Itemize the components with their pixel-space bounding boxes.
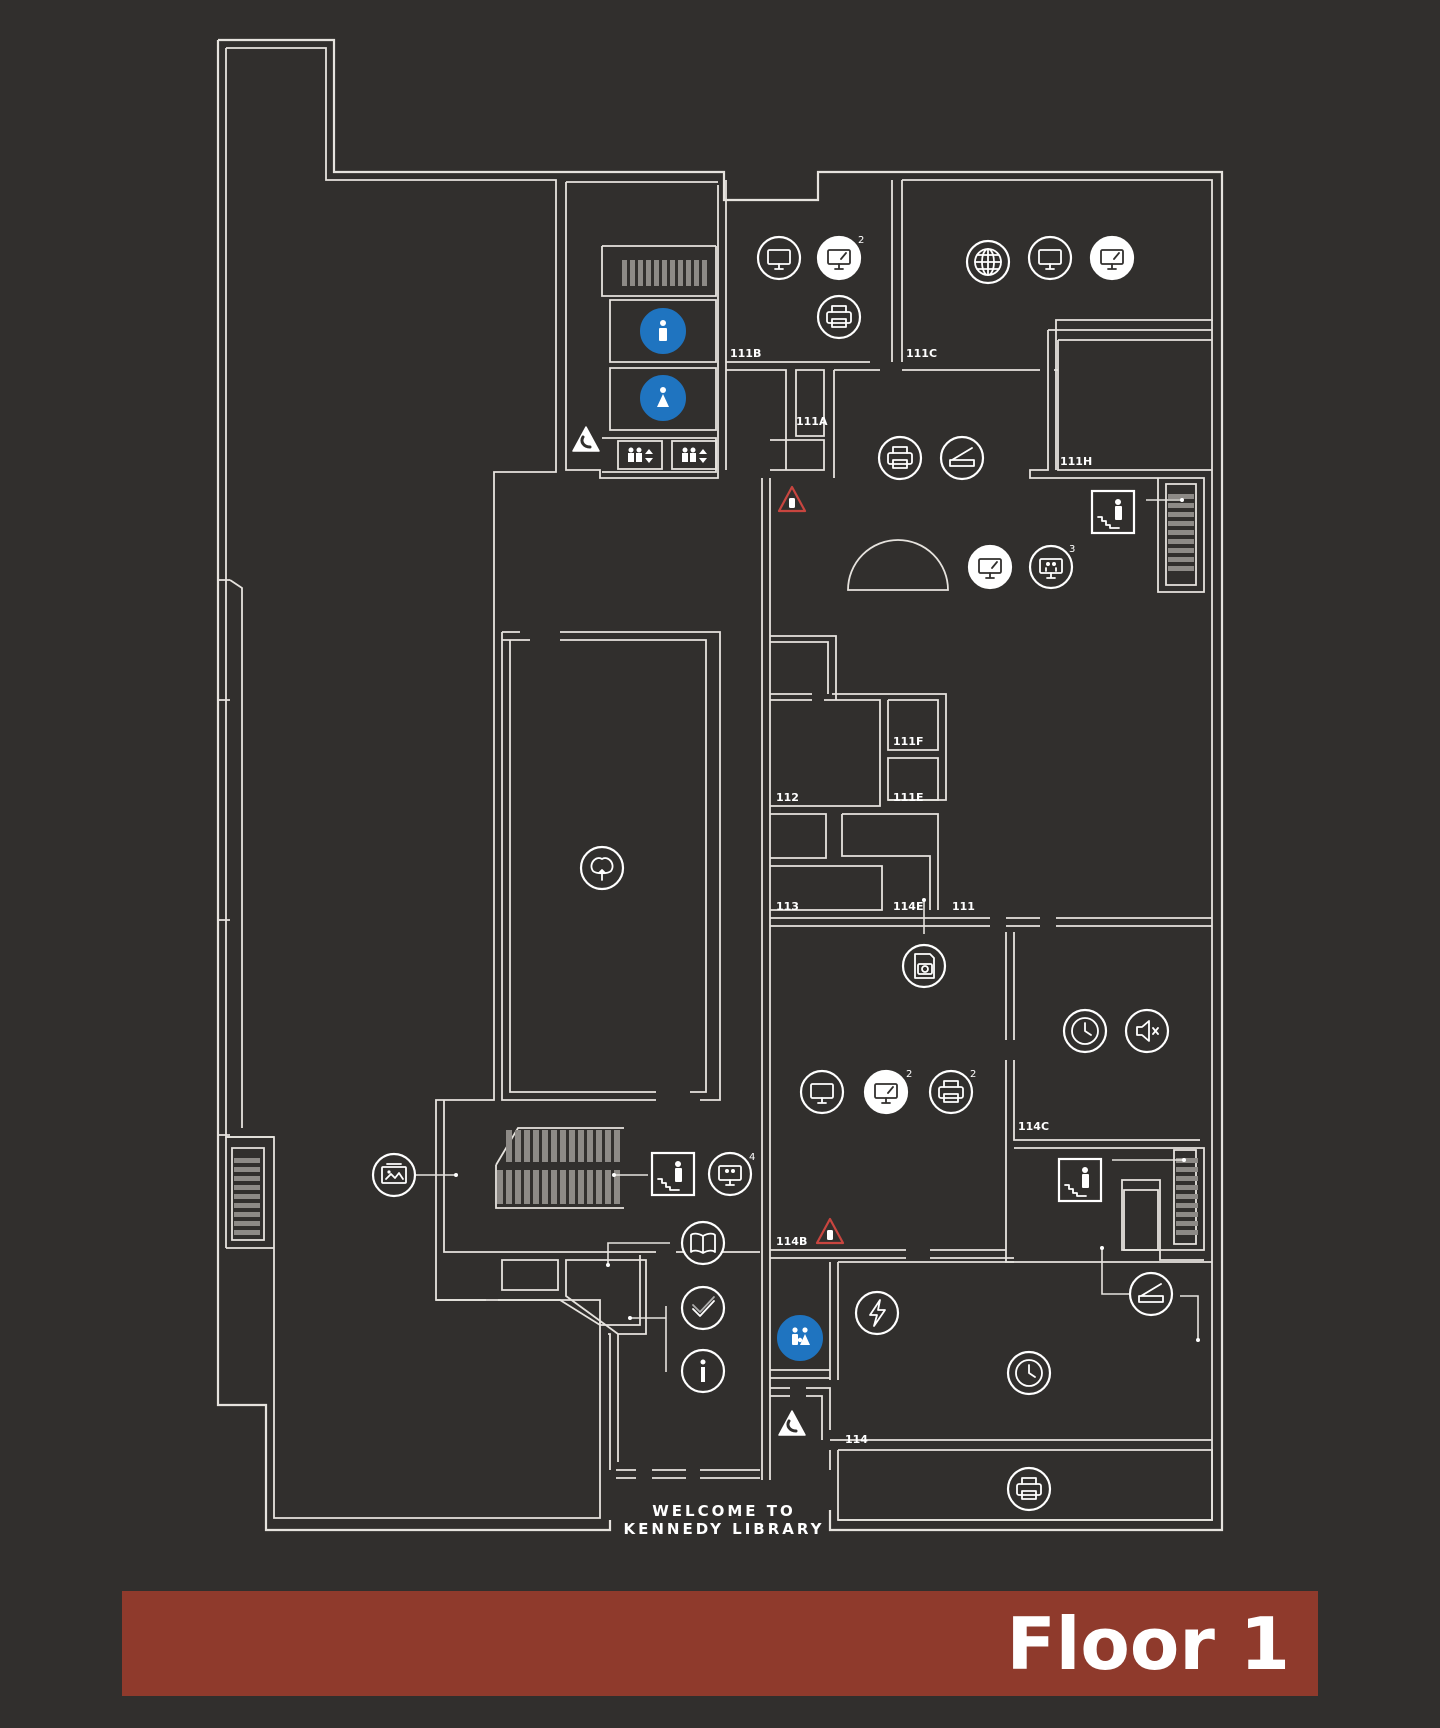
scanner-icon[interactable] [816, 235, 862, 281]
group-study-count-badge: 3 [1069, 544, 1075, 555]
elevator-icon[interactable] [617, 440, 663, 470]
computer-icon[interactable] [756, 235, 802, 281]
scanner-icon[interactable] [967, 544, 1013, 590]
restroom-female-icon[interactable] [640, 375, 686, 421]
group-study-icon[interactable] [1028, 544, 1074, 590]
stairs-right-lower [1176, 1158, 1198, 1235]
stairs [234, 260, 1198, 1235]
group-study-count-badge-stairs: 4 [749, 1152, 755, 1163]
accessible-stairs-icon[interactable] [1090, 489, 1136, 535]
scanner-icon[interactable] [1089, 235, 1135, 281]
fire-extinguisher-icon[interactable] [777, 485, 807, 513]
room-label-111a: 111A [796, 415, 828, 428]
printer-icon[interactable] [928, 1069, 974, 1115]
printer-icon[interactable] [877, 435, 923, 481]
welcome-line-1: WELCOME TO [652, 1502, 796, 1520]
room-label-114: 114 [845, 1433, 868, 1446]
room-label-111: 111 [952, 900, 975, 913]
room-label-111f: 111F [893, 735, 923, 748]
tree-icon[interactable] [579, 845, 625, 891]
family-restroom-icon[interactable] [777, 1315, 823, 1361]
room-label-113: 113 [776, 900, 799, 913]
floor-map: 111B 111C 111A 111H 111F 111E 112 113 11… [216, 38, 1224, 1538]
restroom-male-icon[interactable] [640, 308, 686, 354]
leader-lines [416, 498, 1200, 1372]
copy-camera-icon[interactable] [901, 943, 947, 989]
scanner-count-badge-114: 2 [906, 1069, 912, 1080]
printer-icon[interactable] [1006, 1466, 1052, 1512]
checkmark-icon[interactable] [680, 1285, 726, 1331]
fire-extinguisher-icon[interactable] [815, 1217, 845, 1245]
flatbed-scanner-icon[interactable] [1128, 1271, 1174, 1317]
book-icon[interactable] [680, 1220, 726, 1266]
room-labels: 111B 111C 111A 111H 111F 111E 112 113 11… [730, 347, 1092, 1446]
printer-count-badge-114: 2 [970, 1069, 976, 1080]
floor-banner: Floor 1 [122, 1591, 1318, 1696]
clock-icon[interactable] [1062, 1008, 1108, 1054]
scanner-icon[interactable] [863, 1069, 909, 1115]
accessible-stairs-icon[interactable] [1057, 1157, 1103, 1203]
room-label-114e: 114E [893, 900, 923, 913]
stairs-grand [495, 1127, 624, 1209]
elevator-icon[interactable] [671, 440, 717, 470]
flatbed-scanner-icon[interactable] [939, 435, 985, 481]
stairs-right-upper [1168, 494, 1194, 571]
gallery-icon[interactable] [371, 1152, 417, 1198]
printer-icon[interactable] [816, 294, 862, 340]
scanner-count-badge: 2 [858, 235, 864, 246]
computer-icon[interactable] [799, 1069, 845, 1115]
room-label-112: 112 [776, 791, 799, 804]
room-label-114b: 114B [776, 1235, 807, 1248]
room-label-111h: 111H [1060, 455, 1092, 468]
room-label-114c: 114C [1018, 1120, 1049, 1133]
emergency-phone-icon[interactable] [572, 426, 600, 452]
room-label-111b: 111B [730, 347, 761, 360]
group-study-icon[interactable] [707, 1151, 753, 1197]
floor-title: Floor 1 [1006, 1602, 1290, 1686]
welcome-line-2: KENNEDY LIBRARY [624, 1520, 825, 1538]
stairs-top [622, 260, 707, 286]
quiet-zone-icon[interactable] [1124, 1008, 1170, 1054]
info-icon[interactable] [680, 1348, 726, 1394]
computer-icon[interactable] [1027, 235, 1073, 281]
accessible-stairs-icon[interactable] [650, 1151, 696, 1197]
globe-icon[interactable] [965, 239, 1011, 285]
room-label-111e: 111E [893, 791, 923, 804]
emergency-phone-icon[interactable] [778, 1410, 806, 1436]
clock-icon[interactable] [1006, 1350, 1052, 1396]
charging-icon[interactable] [854, 1290, 900, 1336]
room-label-111c: 111C [906, 347, 937, 360]
stairs-left [234, 1158, 260, 1235]
